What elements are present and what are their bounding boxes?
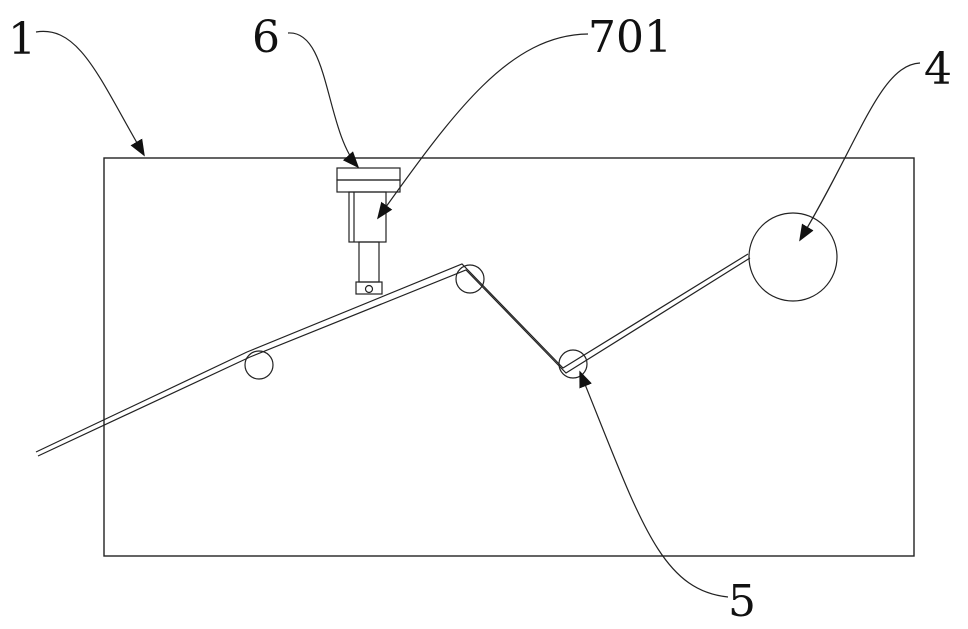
machine-frame <box>103 157 915 557</box>
label-4: 4 <box>924 44 952 95</box>
nozzle-tip <box>355 281 383 295</box>
film-web-path <box>35 253 751 457</box>
leader-701 <box>377 33 589 220</box>
label-1: 1 <box>8 14 36 65</box>
leader-5 <box>579 370 729 598</box>
guide-roller-bottom <box>558 349 588 379</box>
leader-6 <box>287 32 360 169</box>
label-701: 701 <box>588 12 672 63</box>
label-5: 5 <box>728 576 756 627</box>
leader-lines <box>35 30 921 598</box>
label-6: 6 <box>252 12 280 63</box>
wind-up-roll <box>748 212 838 302</box>
guide-roller-left <box>244 350 274 380</box>
nozzle-mount-plate <box>336 167 401 181</box>
nozzle-assembly <box>336 167 401 295</box>
leader-4 <box>799 62 921 242</box>
nozzle-mount-block <box>336 179 401 193</box>
leader-1 <box>35 30 145 157</box>
nozzle-tube <box>358 241 380 283</box>
guide-roller-top <box>455 264 485 294</box>
